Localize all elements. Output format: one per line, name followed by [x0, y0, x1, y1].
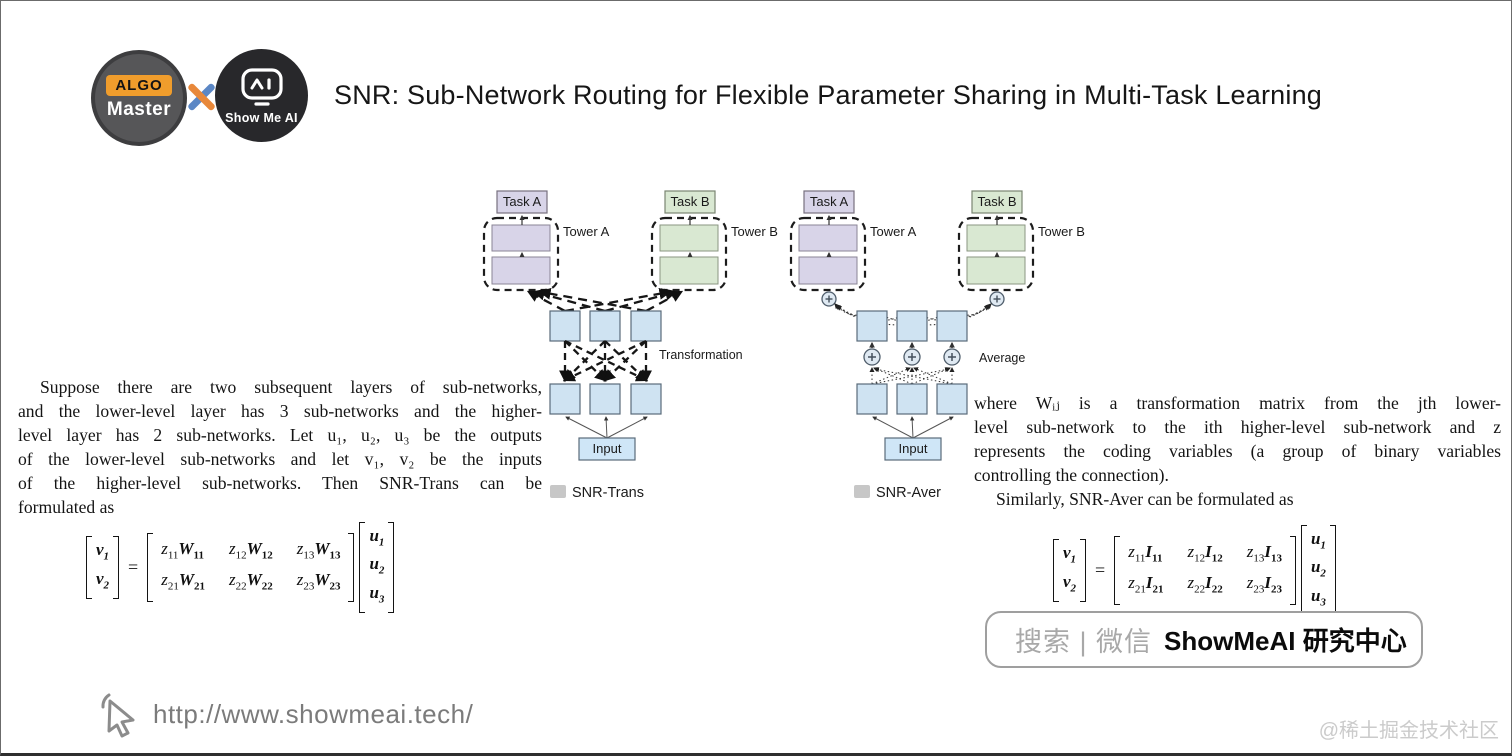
snr-aver-equation: v1 v2 = z11I11 z12I12 z13I13 z21I21 z22I…	[1053, 525, 1336, 617]
paragraph-line: level layer has 2 sub-networks. Let u₁, …	[18, 425, 542, 445]
task-a-node: Task A	[496, 190, 548, 214]
dotted-average-connections	[869, 367, 955, 385]
paragraph-line: level sub-network to the ith higher-leve…	[974, 417, 1501, 437]
paragraph-line: of the higher-level sub-networks. Then S…	[18, 473, 542, 493]
tower-b-label: Tower B	[1038, 224, 1085, 239]
routing-arrows-to-towers	[526, 287, 684, 313]
tower-b	[957, 214, 1035, 292]
website-url[interactable]: http://www.showmeai.tech/	[153, 698, 474, 729]
snr-aver-diagram: Task A Task B Tower A Tower B	[789, 190, 1085, 501]
v-vector: v1 v2	[86, 536, 120, 599]
left-paragraph: Suppose there are two subsequent layers …	[18, 375, 542, 519]
paragraph-line: Suppose there are two subsequent layers …	[40, 377, 542, 397]
tower-b	[650, 214, 728, 292]
robot-face-icon	[240, 67, 283, 106]
equals-sign: =	[1095, 560, 1106, 581]
watermark: @稀土掘金技术社区	[1318, 720, 1499, 742]
transformation-label: Transformation	[659, 348, 743, 362]
showmeai-label: Show Me AI	[225, 110, 298, 125]
blurred-caption-marker	[550, 485, 566, 498]
paragraph-line: and the lower-level layer has 3 sub-netw…	[18, 401, 542, 421]
page-title: SNR: Sub-Network Routing for Flexible Pa…	[334, 80, 1323, 110]
input-label: Input	[899, 441, 928, 456]
u-vector: u1 u2 u3	[359, 522, 395, 614]
task-a-label: Task A	[810, 194, 849, 209]
right-paragraph: where Wᵢⱼ is a transformation matrix fro…	[974, 391, 1501, 511]
tower-average-nodes	[821, 291, 1005, 307]
equals-sign: =	[128, 557, 139, 578]
tower-a	[789, 214, 867, 292]
average-label: Average	[979, 351, 1025, 365]
identity-matrix: z11I11 z12I12 z13I13 z21I21 z22I22 z23I2…	[1114, 536, 1296, 605]
cursor-click-icon	[101, 693, 135, 738]
average-nodes	[863, 341, 961, 366]
task-b-label: Task B	[670, 194, 709, 209]
paragraph-line: of the lower-level sub-networks and let …	[18, 449, 542, 469]
blurred-caption-marker	[854, 485, 870, 498]
transformation-arrows	[559, 339, 652, 383]
input-arrows	[565, 416, 648, 439]
paragraph-line: represents the coding variables (a group…	[974, 441, 1501, 461]
x-separator-icon	[183, 79, 219, 115]
website-link-row: http://www.showmeai.tech/	[93, 689, 473, 739]
paragraph-line: controlling the connection).	[974, 465, 1169, 485]
tower-a-label: Tower A	[870, 224, 917, 239]
algo-master-label: Master	[106, 99, 172, 120]
tower-a-label: Tower A	[563, 224, 610, 239]
task-a-label: Task A	[503, 194, 542, 209]
tower-b-label: Tower B	[731, 224, 778, 239]
paragraph-line: where Wᵢⱼ is a transformation matrix fro…	[974, 393, 1501, 413]
algo-badge: ALGO	[106, 75, 172, 96]
paragraph-line: formulated as	[18, 497, 115, 517]
input-node: Input	[884, 437, 942, 461]
weight-matrix: z11W11 z12W12 z13W13 z21W21 z22W22 z23W2…	[147, 533, 355, 602]
lower-subnetwork-row	[549, 383, 662, 415]
task-a-node: Task A	[803, 190, 855, 214]
snr-trans-equation: v1 v2 = z11W11 z12W12 z13W13 z21W21 z22W…	[86, 522, 395, 614]
task-b-node: Task B	[664, 190, 716, 214]
wechat-search-card[interactable]: 搜索 | 微信 ShowMeAI 研究中心	[985, 611, 1423, 668]
u-vector: u1 u2 u3	[1300, 525, 1336, 617]
lower-subnetwork-row	[856, 383, 968, 415]
snr-aver-caption: SNR-Aver	[876, 485, 941, 501]
higher-subnetwork-row	[549, 310, 662, 342]
showmeai-logo: Show Me AI	[215, 49, 308, 142]
tower-a	[482, 214, 560, 292]
task-b-label: Task B	[977, 194, 1016, 209]
input-node: Input	[578, 437, 636, 461]
search-brand-text: ShowMeAI 研究中心	[1164, 626, 1407, 656]
task-b-node: Task B	[971, 190, 1023, 214]
v-vector: v1 v2	[1053, 539, 1087, 602]
input-arrows	[872, 416, 954, 439]
algo-master-logo: ALGO Master	[91, 50, 187, 146]
search-placeholder: 搜索 | 微信	[1015, 627, 1153, 657]
input-label: Input	[593, 441, 622, 456]
snr-trans-caption: SNR-Trans	[572, 485, 644, 501]
snr-trans-diagram: Task A Task B Tower A Tower B	[482, 190, 778, 501]
higher-subnetwork-row	[856, 310, 968, 342]
paragraph-line: Similarly, SNR-Aver can be formulated as	[996, 489, 1294, 509]
